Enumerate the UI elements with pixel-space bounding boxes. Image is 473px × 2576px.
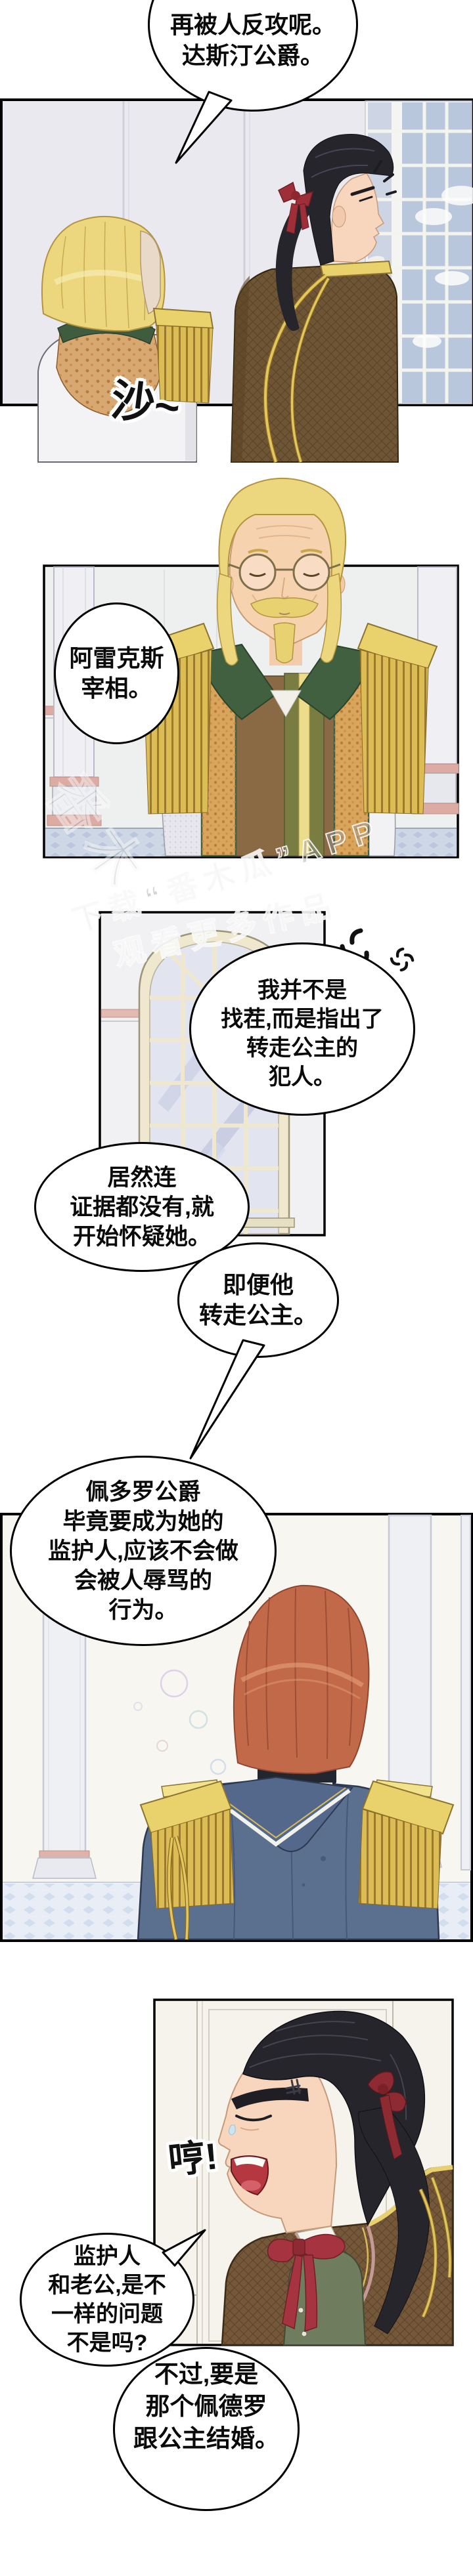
sfx-scoff: 哼! bbox=[166, 2135, 220, 2182]
hair-ribbon bbox=[278, 181, 314, 234]
bubble-line: 和老公,是不 bbox=[48, 2273, 166, 2298]
bubble-line: 佩多罗公爵 bbox=[85, 1479, 201, 1505]
eyebrow bbox=[248, 549, 269, 554]
bubble-line: 居然连 bbox=[107, 1164, 177, 1191]
bubble-line: 毕竟要成为她的 bbox=[62, 1508, 224, 1534]
bubble-line: 我并不是 bbox=[258, 978, 347, 1003]
chancellor-back-view bbox=[37, 215, 214, 463]
duke-pedro-back-view bbox=[137, 1584, 455, 1941]
eye bbox=[249, 572, 266, 577]
black-hair bbox=[303, 133, 394, 266]
gold-epaulette bbox=[319, 260, 393, 278]
bubble-tail bbox=[189, 1339, 265, 1460]
bubble-line: 阿雷克斯 bbox=[69, 644, 164, 671]
bubble-line: 转走公主。 bbox=[198, 1301, 317, 1328]
panel-1-window-hall bbox=[0, 98, 473, 463]
gold-cord bbox=[167, 1836, 190, 1940]
gold-rope bbox=[263, 274, 330, 463]
speech-bubble-5: 即便他 转走公主。 bbox=[177, 1242, 339, 1358]
gold-epaulette bbox=[152, 307, 214, 329]
bubble-tail bbox=[175, 91, 233, 164]
epaulette-fringe-right bbox=[358, 1809, 442, 1909]
bubble-line: 证据都没有,就 bbox=[70, 1194, 214, 1220]
eye bbox=[359, 196, 373, 202]
ponytail bbox=[358, 2106, 430, 2334]
bubble-line: 一样的问题 bbox=[51, 2302, 163, 2327]
surprise-marks-icon bbox=[373, 160, 397, 196]
bubble-line: 监护人,应该不会做 bbox=[48, 1538, 238, 1564]
bubble-line: 不过,要是 bbox=[154, 2361, 259, 2388]
epaulette-fringe-right bbox=[359, 649, 429, 814]
speech-bubble-6: 佩多罗公爵 毕竟要成为她的 监护人,应该不会做 会被人辱骂的 行为。 bbox=[10, 1456, 277, 1646]
blonde-hair bbox=[218, 477, 346, 582]
face bbox=[331, 173, 384, 263]
panel-2-chancellor bbox=[43, 477, 459, 858]
speech-bubble-4: 居然连 证据都没有,就 开始怀疑她。 bbox=[34, 1142, 250, 1272]
bubble-line: 宰相。 bbox=[81, 675, 152, 702]
bubble-line: 达斯汀公爵。 bbox=[181, 41, 324, 69]
gold-epaulette-left bbox=[139, 1780, 233, 1835]
bubble-line: 转走公主的 bbox=[246, 1036, 358, 1061]
epaulette-fringe-left bbox=[150, 1809, 235, 1909]
bubble-line: 即便他 bbox=[222, 1271, 294, 1298]
anger-vein-icon bbox=[285, 2079, 302, 2095]
hair-ribbon bbox=[367, 2071, 407, 2160]
bubble-line: 那个佩德罗 bbox=[145, 2393, 267, 2420]
bubble-line: 犯人。 bbox=[269, 1065, 336, 1089]
gold-epaulette-right bbox=[361, 1780, 455, 1835]
bubble-line: 跟公主结婚。 bbox=[133, 2425, 279, 2452]
speech-bubble-3: 我并不是 找茬,而是指出了 转走公主的 犯人。 bbox=[189, 942, 415, 1116]
duke-dustin-profile bbox=[230, 133, 399, 463]
mustache bbox=[250, 597, 319, 618]
chancellor-alex-character bbox=[133, 477, 438, 857]
glasses-icon bbox=[228, 553, 341, 591]
bubble-line: 会被人辱骂的 bbox=[74, 1567, 212, 1594]
bubble-line: 不是吗? bbox=[66, 2331, 148, 2355]
bubble-line: 再被人反攻呢。 bbox=[169, 11, 336, 38]
bubble-tail bbox=[162, 2229, 206, 2267]
teeth bbox=[234, 2157, 265, 2167]
goatee bbox=[273, 622, 296, 664]
epaulette-fringe bbox=[156, 325, 214, 404]
speech-bubble-8: 不过,要是 那个佩德罗 跟公主结婚。 bbox=[113, 2347, 300, 2511]
red-neck-ribbon bbox=[267, 2233, 346, 2333]
sweat-drop-icon bbox=[229, 2124, 236, 2136]
window-sky bbox=[402, 102, 472, 403]
bubble-line: 监护人 bbox=[74, 2244, 141, 2269]
eyebrow bbox=[350, 186, 375, 196]
gold-center-stripe bbox=[298, 673, 310, 856]
panel-5-dustin-scoff bbox=[153, 1998, 454, 2346]
panel-4-pedro-back bbox=[0, 1513, 473, 1942]
mouth bbox=[279, 612, 290, 615]
sfx-rustle: 沙~ bbox=[108, 375, 183, 433]
clouds bbox=[413, 186, 473, 348]
bubble-line: 开始怀疑她。 bbox=[72, 1223, 211, 1250]
bubble-line: 找茬,而是指出了 bbox=[221, 1007, 384, 1032]
duke-dustin-shouting bbox=[217, 2010, 454, 2346]
bubble-line: 行为。 bbox=[108, 1597, 178, 1623]
speech-bubble-2: 阿雷克斯 宰相。 bbox=[54, 602, 179, 744]
closed-eye bbox=[235, 2115, 272, 2122]
gold-shoulder-rope bbox=[418, 2176, 452, 2318]
ponytail bbox=[275, 190, 319, 331]
